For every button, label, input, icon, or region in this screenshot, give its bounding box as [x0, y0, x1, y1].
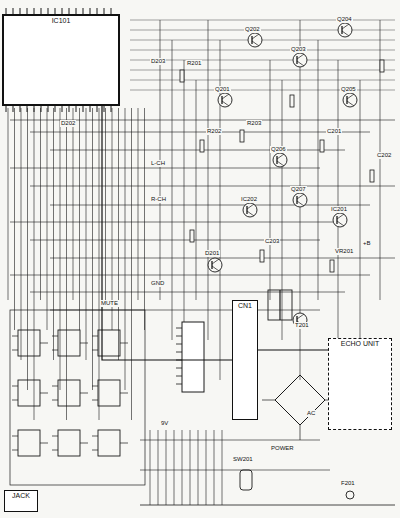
wire-connector — [102, 106, 232, 360]
part-label: GND — [150, 280, 165, 287]
part-label: MUTE — [100, 300, 119, 307]
part-label: Q207 — [290, 186, 307, 193]
part-label: R202 — [206, 128, 222, 135]
component-label: ECHO UNIT — [339, 339, 382, 348]
part-label: D202 — [60, 120, 76, 127]
component-box: JACK — [4, 490, 38, 512]
wire-connector — [258, 349, 328, 350]
part-label: D201 — [204, 250, 220, 257]
part-label: VR201 — [334, 248, 354, 255]
part-label: R-CH — [150, 196, 167, 203]
part-label: C203 — [264, 238, 280, 245]
part-label: D203 — [150, 58, 166, 65]
part-label: F201 — [340, 480, 356, 487]
component-box: CN1 — [232, 300, 258, 420]
part-label: POWER — [270, 445, 295, 452]
part-label: Q205 — [340, 86, 357, 93]
part-label: R201 — [186, 60, 202, 67]
component-label: CN1 — [236, 301, 254, 310]
part-label: IC202 — [240, 196, 258, 203]
component-label: IC101 — [50, 16, 73, 25]
part-label: Q206 — [270, 146, 287, 153]
part-label: Q204 — [336, 16, 353, 23]
part-label: Q203 — [290, 46, 307, 53]
part-label: Q201 — [214, 86, 231, 93]
component-box: ECHO UNIT — [328, 338, 392, 430]
part-label: Q202 — [244, 26, 261, 33]
part-label: T201 — [294, 322, 310, 329]
part-label: R203 — [246, 120, 262, 127]
part-label: L-CH — [150, 160, 166, 167]
part-label: +B — [362, 240, 372, 247]
part-label: C201 — [326, 128, 342, 135]
component-box: IC101 — [2, 14, 120, 106]
part-label: IC201 — [330, 206, 348, 213]
component-label: JACK — [10, 491, 32, 500]
part-label: SW201 — [232, 456, 254, 463]
part-label: 9V — [160, 420, 169, 427]
part-label: AC — [306, 410, 316, 417]
part-label: C202 — [376, 152, 392, 159]
